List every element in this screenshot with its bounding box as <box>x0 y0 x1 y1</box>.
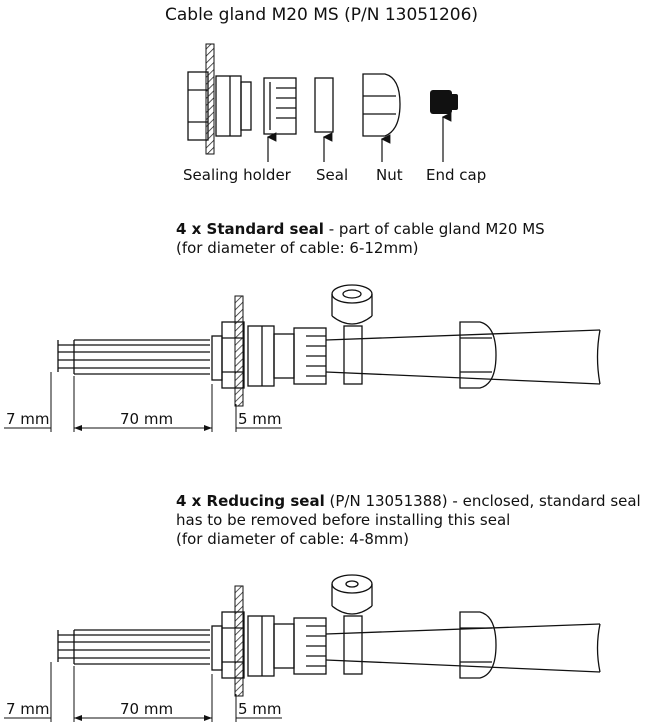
dim2-70mm: 70 mm <box>120 700 174 718</box>
section2-line3: (for diameter of cable: 4-8mm) <box>176 530 409 548</box>
section1-heading-bold: 4 x Standard seal <box>176 220 324 238</box>
dim2-7mm: 7 mm <box>6 700 50 718</box>
dim1-70mm: 70 mm <box>120 410 174 428</box>
dim2-5mm: 5 mm <box>238 700 282 718</box>
sealing-holder-part <box>263 77 297 135</box>
wall-plate-exploded <box>205 43 215 155</box>
end-cap-part <box>430 90 458 114</box>
gland-body-exploded <box>187 71 252 141</box>
dim1-7mm: 7 mm <box>6 410 50 428</box>
label-sealing-holder: Sealing holder <box>183 166 291 184</box>
section2-heading: 4 x Reducing seal (P/N 13051388) - enclo… <box>176 492 641 510</box>
assembly-reducing-seal <box>57 574 601 679</box>
section2-line2: has to be removed before installing this… <box>176 511 511 529</box>
label-end-cap: End cap <box>426 166 487 184</box>
assembly-standard-seal <box>57 284 601 389</box>
section2-heading-bold: 4 x Reducing seal <box>176 492 325 510</box>
wall-plate-2 <box>234 585 244 697</box>
nut-part <box>362 73 401 137</box>
page-title: Cable gland M20 MS (P/N 13051206) <box>165 5 479 25</box>
section1-heading: 4 x Standard seal - part of cable gland … <box>176 220 545 238</box>
section2-heading-rest: (P/N 13051388) - enclosed, standard seal <box>324 492 641 510</box>
dimension-lines-2 <box>4 662 282 722</box>
label-seal: Seal <box>316 166 349 184</box>
section1-line2: (for diameter of cable: 6-12mm) <box>176 239 419 257</box>
seal-part <box>314 77 334 133</box>
label-nut: Nut <box>376 166 403 184</box>
dim1-5mm: 5 mm <box>238 410 282 428</box>
section1-heading-rest: - part of cable gland M20 MS <box>323 220 545 238</box>
wall-plate-1 <box>234 295 244 407</box>
dimension-lines-1 <box>4 372 282 432</box>
